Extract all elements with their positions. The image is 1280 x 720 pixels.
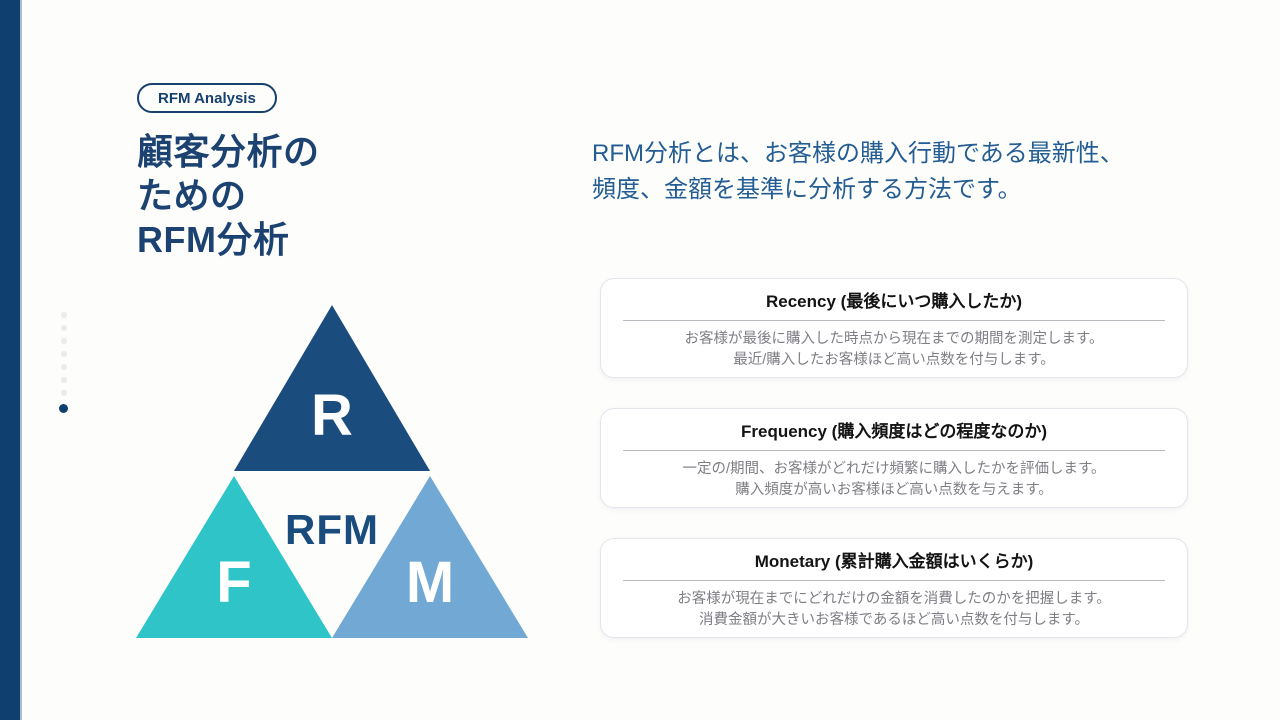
monetary-card-line: 消費金額が大きいお客様であるほど高い点数を付与します。 bbox=[699, 612, 1089, 628]
recency-card: Recency (最後にいつ購入したか) お客様が最後に購入した時点から現在まで… bbox=[600, 278, 1188, 378]
frequency-letter: F bbox=[216, 550, 251, 615]
monetary-letter: M bbox=[406, 550, 454, 615]
intro-description-line: 頻度、金額を基準に分析する方法です。 bbox=[592, 176, 1022, 203]
page-title: 顧客分析の ための RFM分析 bbox=[137, 130, 320, 262]
monetary-card-line: お客様が現在までにどれだけの金額を消費したのかを把握します。 bbox=[677, 591, 1111, 607]
card-separator bbox=[623, 450, 1165, 451]
recency-triangle bbox=[234, 305, 430, 471]
recency-card-line: 最近/購入したお客様ほど高い点数を付与します。 bbox=[733, 352, 1055, 368]
frequency-triangle bbox=[136, 476, 332, 638]
recency-card-title: Recency (最後にいつ購入したか) bbox=[766, 292, 1022, 311]
page-title-line: 顧客分析の bbox=[137, 131, 320, 172]
category-badge: RFM Analysis bbox=[137, 83, 277, 113]
dot-decoration bbox=[60, 312, 67, 318]
dot-decoration bbox=[60, 390, 67, 396]
rfm-cards-list: Recency (最後にいつ購入したか) お客様が最後に購入した時点から現在まで… bbox=[600, 278, 1188, 638]
rfm-pyramid-diagram: R RFM F M bbox=[136, 305, 528, 638]
pyramid-center-label: RFM bbox=[285, 506, 379, 553]
dot-decoration bbox=[60, 338, 67, 344]
intro-description-line: RFM分析とは、お客様の購入行動である最新性、 bbox=[592, 140, 1124, 167]
dot-decoration bbox=[60, 377, 67, 383]
recency-card-body: お客様が最後に購入した時点から現在までの期間を測定します。 最近/購入したお客様… bbox=[623, 329, 1165, 371]
recency-letter: R bbox=[311, 383, 353, 448]
frequency-card-title: Frequency (購入頻度はどの程度なのか) bbox=[740, 422, 1048, 441]
category-badge-label: RFM Analysis bbox=[158, 89, 256, 107]
dot-decoration bbox=[60, 364, 67, 370]
monetary-card-title: Monetary (累計購入金額はいくらか) bbox=[754, 552, 1034, 571]
dotted-line-decoration bbox=[59, 312, 68, 420]
card-separator bbox=[623, 580, 1165, 581]
dot-decoration bbox=[60, 325, 67, 331]
frequency-card-line: 購入頻度が高いお客様ほど高い点数を与えます。 bbox=[735, 482, 1053, 498]
dot-decoration-dark bbox=[59, 404, 68, 413]
frequency-card-body: 一定の/期間、お客様がどれだけ頻繁に購入したかを評価します。 購入頻度が高いお客… bbox=[623, 459, 1165, 501]
frequency-card: Frequency (購入頻度はどの程度なのか) 一定の/期間、お客様がどれだけ… bbox=[600, 408, 1188, 508]
monetary-card-body: お客様が現在までにどれだけの金額を消費したのかを把握します。 消費金額が大きいお… bbox=[623, 589, 1165, 631]
monetary-card: Monetary (累計購入金額はいくらか) お客様が現在までにどれだけの金額を… bbox=[600, 538, 1188, 638]
dot-decoration bbox=[60, 351, 67, 357]
recency-card-line: お客様が最後に購入した時点から現在までの期間を測定します。 bbox=[684, 331, 1104, 347]
page-title-line: RFM分析 bbox=[137, 219, 290, 260]
frequency-card-line: 一定の/期間、お客様がどれだけ頻繁に購入したかを評価します。 bbox=[682, 461, 1106, 477]
card-separator bbox=[623, 320, 1165, 321]
monetary-triangle bbox=[332, 476, 528, 638]
page-title-line: ための bbox=[137, 175, 247, 216]
left-accent-bar bbox=[0, 0, 22, 720]
intro-description: RFM分析とは、お客様の購入行動である最新性、 頻度、金額を基準に分析する方法で… bbox=[592, 136, 1124, 208]
